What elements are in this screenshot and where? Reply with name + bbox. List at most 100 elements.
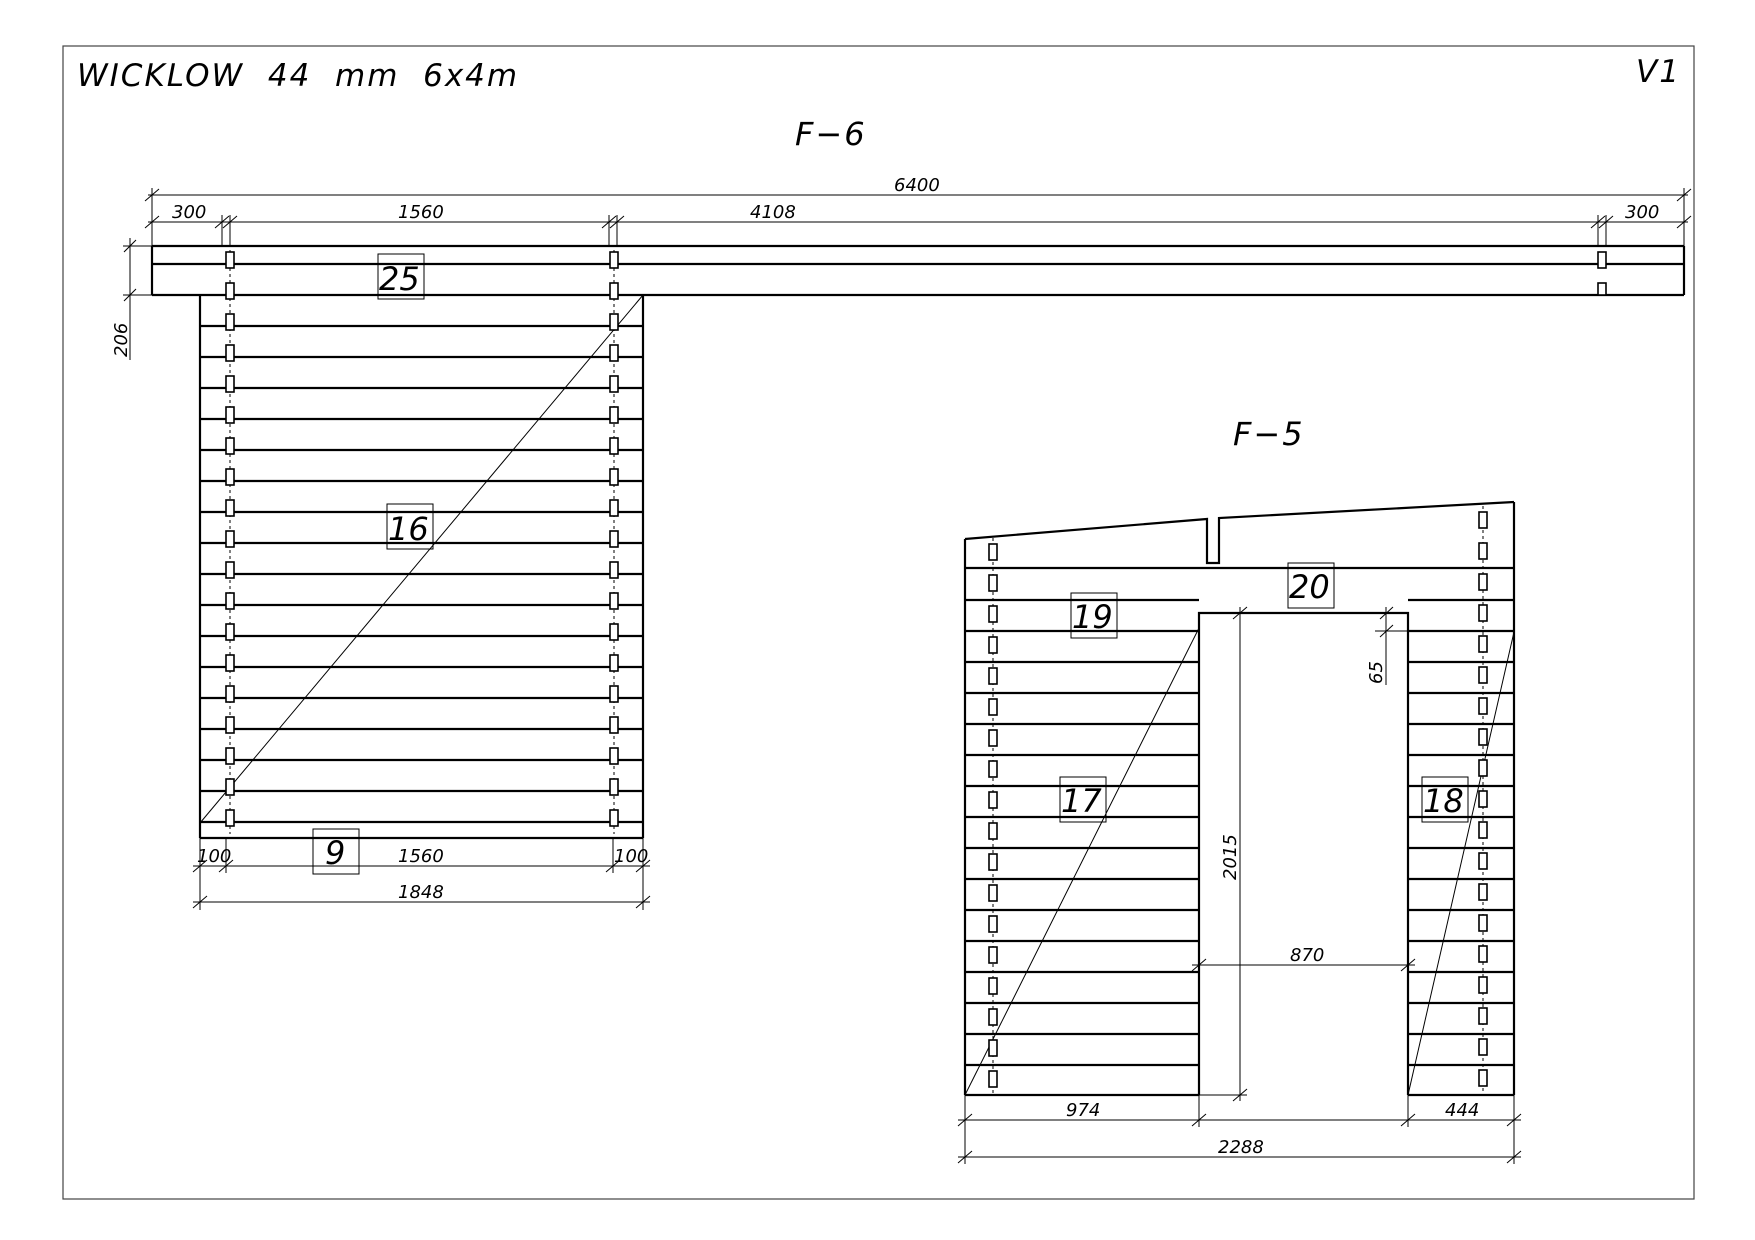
dowel-slot bbox=[609, 344, 619, 362]
dowel-slot bbox=[225, 344, 235, 362]
gable-board-lines bbox=[965, 566, 1514, 1067]
dowel-slot bbox=[609, 561, 619, 579]
dowel-slot bbox=[988, 698, 998, 716]
dowel-slot bbox=[609, 809, 619, 827]
dowel-slot bbox=[225, 251, 235, 269]
dowel-slot bbox=[609, 530, 619, 548]
dowel-slot bbox=[1478, 821, 1488, 839]
dim-bottom-right: 100 bbox=[614, 846, 648, 867]
dowel-slots bbox=[225, 250, 1607, 834]
dowel-slot bbox=[1478, 666, 1488, 684]
view-f6: 25 16 9 bbox=[111, 175, 1692, 910]
dowel-slot bbox=[225, 437, 235, 455]
dowel-slot bbox=[1478, 635, 1488, 653]
dowel-slot bbox=[1478, 759, 1488, 777]
dim-overall-width: 6400 bbox=[894, 175, 940, 196]
dim-bottom-left: 100 bbox=[197, 846, 231, 867]
dowel-slot bbox=[225, 406, 235, 424]
dowel-slot bbox=[1478, 728, 1488, 746]
dim-left-width: 974 bbox=[1066, 1100, 1100, 1121]
dowel-slot bbox=[225, 468, 235, 486]
dowel-slot bbox=[988, 884, 998, 902]
dowel-slot bbox=[1478, 852, 1488, 870]
dim-door-width: 870 bbox=[1290, 945, 1324, 966]
wall-panel bbox=[198, 294, 645, 838]
dowel-slot bbox=[225, 375, 235, 393]
dimension-lines bbox=[123, 188, 1692, 910]
dowel-slot bbox=[1478, 542, 1488, 560]
dowel-slot bbox=[988, 605, 998, 623]
dowel-slot bbox=[988, 946, 998, 964]
dowel-slot bbox=[988, 574, 998, 592]
dowel-slot bbox=[609, 406, 619, 424]
view-f6-label: F−6 bbox=[795, 115, 867, 153]
dowel-slot bbox=[225, 623, 235, 641]
dowel-slot bbox=[609, 592, 619, 610]
dim-right-width: 444 bbox=[1445, 1100, 1479, 1121]
dowel-slot bbox=[609, 282, 619, 300]
dowel-slot bbox=[988, 760, 998, 778]
dowel-slot bbox=[609, 468, 619, 486]
view-f5-label: F−5 bbox=[1233, 415, 1305, 453]
dowel-slot bbox=[988, 729, 998, 747]
dowel-slot bbox=[988, 667, 998, 685]
dowel-slot bbox=[225, 716, 235, 734]
dowel-slot bbox=[1478, 697, 1488, 715]
dowel-slot bbox=[1478, 511, 1488, 529]
gable-dimension-lines bbox=[957, 606, 1522, 1164]
dim-left-offset: 300 bbox=[172, 202, 206, 223]
dowel-slot bbox=[988, 1008, 998, 1026]
dim-total-width: 2288 bbox=[1218, 1137, 1264, 1158]
dim-door-height: 2015 bbox=[1220, 834, 1241, 880]
part-box-header bbox=[1287, 562, 1335, 609]
drawing-version: V1 bbox=[1636, 54, 1681, 90]
dim-bottom-middle: 1560 bbox=[398, 846, 444, 867]
dowel-slot bbox=[988, 915, 998, 933]
part-box-left-wall bbox=[1059, 776, 1107, 823]
drawing-title: WICKLOW 44 mm 6x4m bbox=[77, 58, 519, 94]
dowel-slot bbox=[225, 282, 235, 300]
dowel-slot bbox=[1478, 790, 1488, 808]
dowel-slot bbox=[1597, 251, 1607, 269]
dowel-slot bbox=[1478, 883, 1488, 901]
dowel-slot bbox=[988, 853, 998, 871]
dowel-slot bbox=[988, 1070, 998, 1088]
part-number-beam: 25 bbox=[379, 260, 420, 298]
dowel-slot bbox=[609, 623, 619, 641]
dowel-slot bbox=[1478, 976, 1488, 994]
dowel-slot bbox=[988, 636, 998, 654]
dowel-slot bbox=[609, 375, 619, 393]
dowel-slot bbox=[1478, 1069, 1488, 1087]
dowel-slot bbox=[988, 1039, 998, 1057]
dowel-slot bbox=[1478, 573, 1488, 591]
dowel-slot bbox=[609, 499, 619, 517]
dowel-slot bbox=[225, 561, 235, 579]
part-box-wall bbox=[386, 503, 434, 550]
top-beam bbox=[150, 244, 1686, 297]
dowel-slot bbox=[1478, 604, 1488, 622]
dowel-slot bbox=[225, 747, 235, 765]
dowel-slot bbox=[225, 313, 235, 331]
part-number-header: 20 bbox=[1289, 568, 1330, 606]
dowel-slot bbox=[225, 778, 235, 796]
part-number-bottom-board: 9 bbox=[325, 834, 345, 872]
dowel-slot bbox=[988, 822, 998, 840]
part-number-left-wall: 17 bbox=[1061, 782, 1102, 820]
dowel-slot bbox=[988, 791, 998, 809]
dowel-slot bbox=[609, 251, 619, 269]
dowel-slot bbox=[225, 654, 235, 672]
part-number-wall: 16 bbox=[388, 510, 429, 548]
dowel-slot bbox=[1597, 282, 1607, 296]
dim-beam-height: 206 bbox=[111, 323, 132, 357]
dowel-slot bbox=[225, 499, 235, 517]
dim-dowel-spacing-top: 1560 bbox=[398, 202, 444, 223]
part-box-left-top bbox=[1070, 592, 1118, 639]
dim-header-gap: 65 bbox=[1366, 661, 1387, 684]
dowel-slot bbox=[1478, 914, 1488, 932]
dim-right-offset: 300 bbox=[1625, 202, 1659, 223]
part-number-left-top: 19 bbox=[1072, 598, 1113, 636]
dowel-slot bbox=[609, 313, 619, 331]
drawing-frame bbox=[62, 45, 1695, 1200]
dowel-slot bbox=[1478, 1007, 1488, 1025]
dowel-slot bbox=[988, 543, 998, 561]
